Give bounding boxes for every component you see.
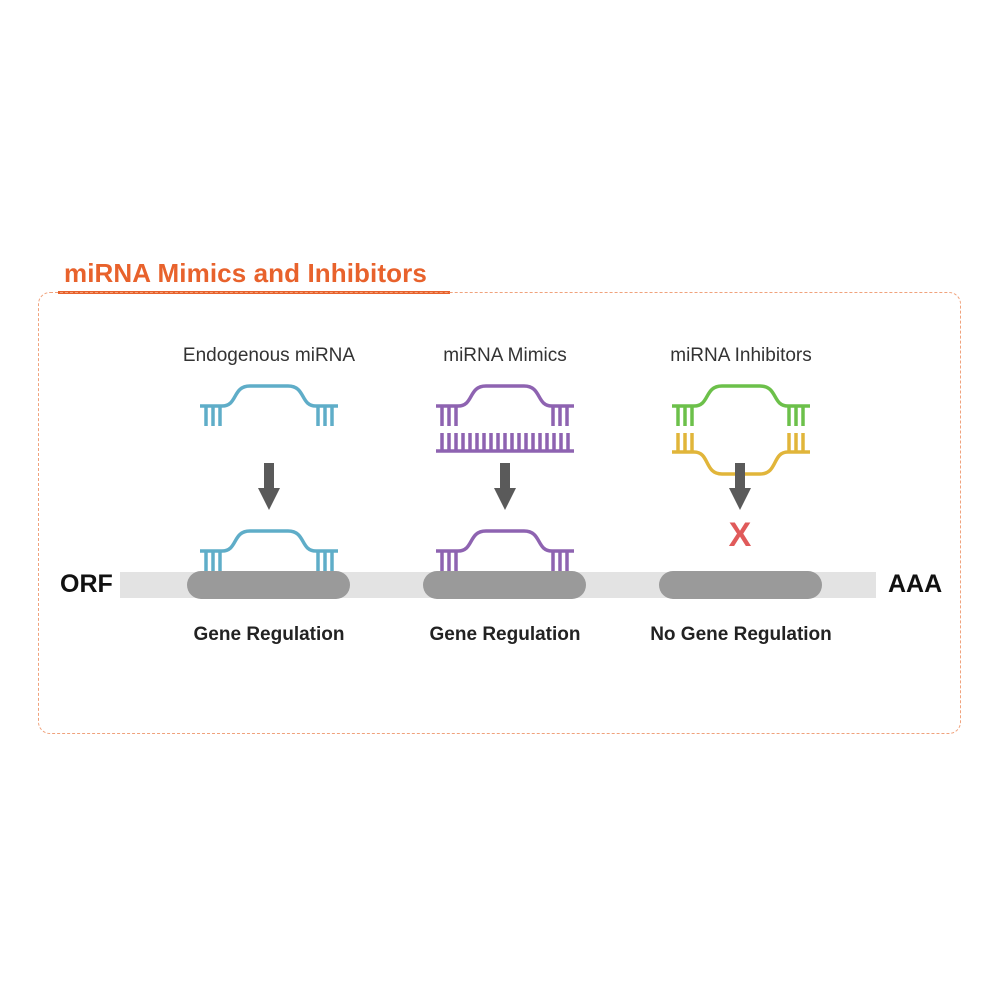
arrow-down-icon [258,463,280,510]
mirna-inhibitor-strand-icon [672,384,810,426]
result-endogenous: Gene Regulation [193,624,345,645]
arrow-down-icon [494,463,516,510]
label-endogenous-mirna: Endogenous miRNA [182,345,356,366]
block-x-icon: X [729,516,752,554]
orf-label: ORF [60,570,113,598]
poly-a-label: AAA [888,570,943,598]
label-mirna-inhibitors: miRNA Inhibitors [670,345,812,366]
endogenous-mirna-icon [200,384,338,426]
binding-site-2 [423,571,586,599]
mirna-mimics-icon [436,384,574,453]
endogenous-mirna-bound-icon [200,529,338,571]
arrow-down-icon [729,463,751,510]
binding-site-3 [659,571,822,599]
result-inhibitors: No Gene Regulation [650,624,832,645]
result-mimics: Gene Regulation [429,624,581,645]
diagram-frame [38,292,961,734]
mirna-mimics-bound-icon [436,529,574,571]
label-mirna-mimics: miRNA Mimics [443,345,567,366]
diagram-title: miRNA Mimics and Inhibitors [64,258,427,288]
binding-site-1 [187,571,350,599]
